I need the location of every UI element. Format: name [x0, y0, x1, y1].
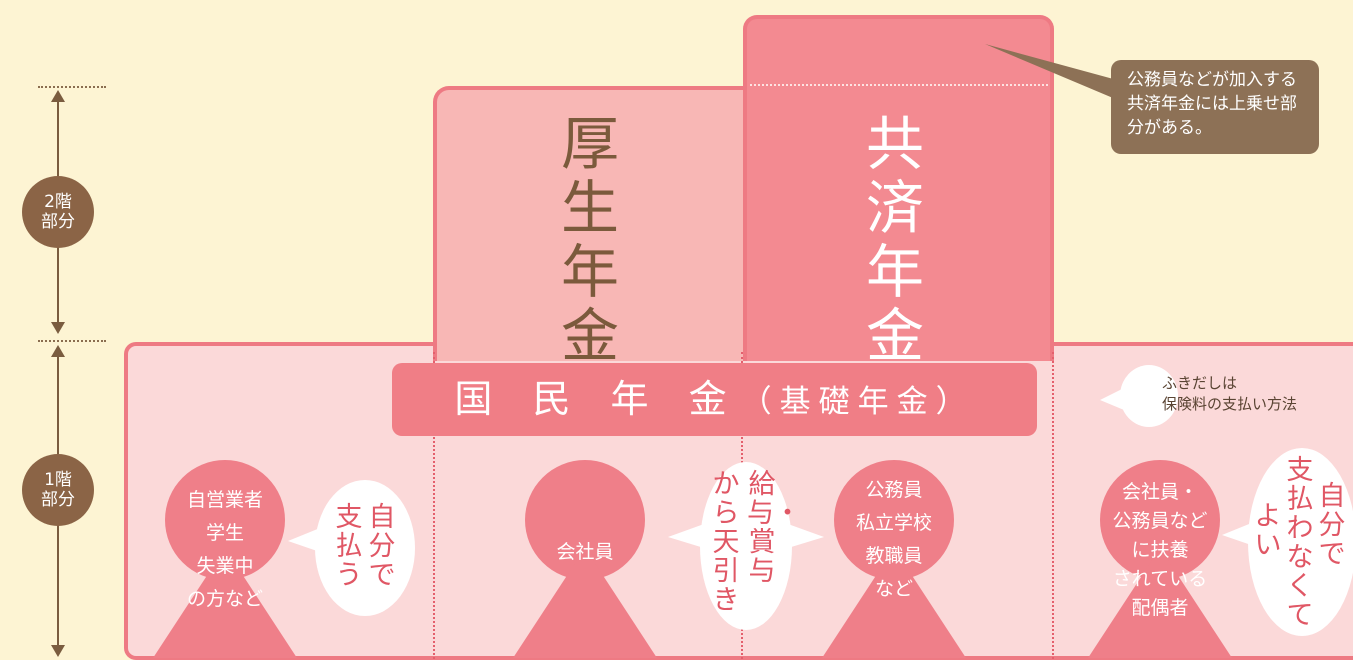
bubble-pay-self-tail-icon: [288, 528, 320, 552]
bubble-salary-right-tail-icon: [788, 524, 824, 548]
legend-bubble-tail-icon: [1100, 388, 1124, 410]
spouse-line4: されている: [1112, 568, 1208, 590]
bubble-pay-self: [315, 480, 415, 616]
kyosai-nenkin-title: 共済年金: [865, 110, 924, 370]
level2-arrow-up-icon: [51, 90, 65, 102]
kokumin-nenkin-label: 国 民 年 金: [454, 377, 741, 421]
kiso-nenkin-label: （基礎年金）: [740, 384, 975, 420]
level2-badge-line1: 2階: [44, 192, 72, 212]
kyosai-callout: 公務員などが加入する共済年金には上乗せ部分がある。: [1111, 60, 1319, 154]
bubble-salary-left-tail-icon: [668, 524, 704, 548]
legend-bubble-icon: [1120, 365, 1178, 427]
bubble-no-pay: [1248, 448, 1353, 636]
level2-badge-line2: 部分: [41, 212, 75, 232]
level2-arrow-down-icon: [51, 322, 65, 334]
spouse-line5: 配偶者: [1131, 597, 1189, 619]
bubble-salary-col1: 給与・賞与: [747, 469, 801, 587]
bubble-no-pay-col3: よい: [1254, 501, 1282, 561]
person-spouse-body: [1088, 548, 1232, 658]
bubble-no-pay-col1: 自分で: [1318, 481, 1346, 570]
kosei-nenkin-tower: [433, 86, 753, 361]
person-self-employed-body: [153, 548, 297, 658]
column-divider-1: [433, 352, 435, 659]
person-company-body: [513, 548, 657, 658]
person-public-text: 公務員 私立学校 教職員 など: [834, 474, 954, 606]
person-spouse-text: 会社員・ 公務員など に扶養 されている 配偶者: [1095, 478, 1225, 623]
bubble-salary: [700, 462, 792, 630]
callout-pointer-icon: [985, 44, 1117, 98]
person-public-body: [822, 548, 966, 658]
person-company-text: 会社員: [525, 536, 645, 569]
bubble-pay-self-col1: 自分で: [368, 502, 396, 591]
kyosai-extra-divider: [750, 84, 1048, 86]
public-line4: など: [874, 578, 913, 600]
level1-badge-line1: 1階: [44, 470, 72, 490]
bubble-salary-col2: から天引き: [712, 469, 740, 616]
spouse-line3: に扶養: [1131, 539, 1189, 561]
self-employed-line3: 失業中: [196, 555, 254, 577]
bubble-pay-self-col2: 支払う: [335, 502, 363, 591]
public-line2: 私立学校: [855, 512, 932, 534]
company-line1: 会社員: [556, 541, 614, 563]
self-employed-line2: 学生: [205, 522, 244, 544]
self-employed-line1: 自営業者: [186, 489, 263, 511]
legend-line2: 保険料の支払い方法: [1162, 395, 1298, 413]
bubble-no-pay-tail-icon: [1222, 522, 1254, 546]
legend-text: ふきだしは 保険料の支払い方法: [1162, 373, 1297, 415]
level2-top-line: [38, 86, 106, 88]
level1-badge-line2: 部分: [41, 490, 75, 510]
public-line3: 教職員: [865, 545, 923, 567]
kyosai-nenkin-tower: [743, 15, 1054, 361]
level-divider-line: [38, 340, 106, 342]
legend-line1: ふきだしは: [1162, 374, 1238, 392]
bubble-no-pay-col2: 支払わなくて: [1286, 455, 1314, 631]
kosei-nenkin-title: 厚生年金: [560, 110, 619, 370]
public-line1: 公務員: [865, 479, 923, 501]
self-employed-line4: の方など: [186, 588, 263, 610]
column-divider-3: [1052, 352, 1054, 659]
level1-arrow-up-icon: [51, 345, 65, 357]
spouse-line1: 会社員・: [1121, 481, 1198, 503]
person-self-employed-text: 自営業者 学生 失業中 の方など: [165, 484, 285, 616]
level1-badge: 1階 部分: [22, 454, 94, 526]
level1-arrow-down-icon: [51, 645, 65, 657]
kokumin-nenkin-bar: 国 民 年 金（基礎年金）: [392, 363, 1037, 436]
spouse-line2: 公務員など: [1112, 510, 1208, 532]
level2-badge: 2階 部分: [22, 176, 94, 248]
